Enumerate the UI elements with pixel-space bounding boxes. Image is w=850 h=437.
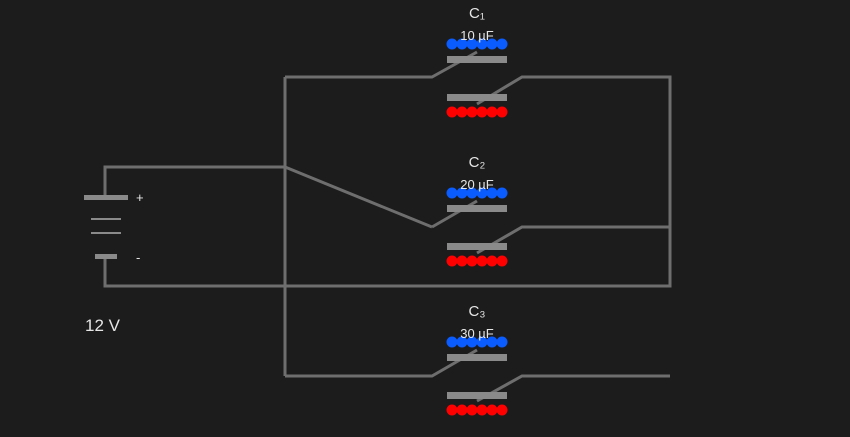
c2-left-switch xyxy=(431,199,478,229)
battery-cell-line xyxy=(91,218,121,220)
capacitor-3[interactable]: C₃ 30 µF xyxy=(446,303,508,416)
positive-charge xyxy=(476,38,488,50)
negative-charge xyxy=(486,106,498,118)
capacitor-name: C₁ xyxy=(469,5,485,22)
negative-charge xyxy=(496,404,508,416)
positive-charge xyxy=(486,38,498,50)
capacitance-label: 20 µF xyxy=(460,177,494,192)
positive-charge xyxy=(466,187,478,199)
capacitor-name: C₃ xyxy=(469,303,486,320)
top-plate xyxy=(447,354,507,361)
plus-sign: + xyxy=(136,190,144,205)
top-plate xyxy=(447,205,507,212)
battery-cell-line xyxy=(91,232,121,234)
battery: + - 12 V xyxy=(84,190,144,335)
positive-charge xyxy=(476,187,488,199)
negative-charge xyxy=(456,106,468,118)
positive-charge xyxy=(486,187,498,199)
capacitance-label: 10 µF xyxy=(460,28,494,43)
bottom-plate xyxy=(447,243,507,250)
negative-charge xyxy=(486,255,498,267)
positive-charge xyxy=(446,38,458,50)
negative-charge xyxy=(496,106,508,118)
bottom-plate xyxy=(447,392,507,399)
battery-top-wire xyxy=(103,165,433,229)
c3-left-wire xyxy=(285,348,478,378)
negative-charge xyxy=(446,106,458,118)
positive-charge xyxy=(446,187,458,199)
positive-charge xyxy=(466,38,478,50)
battery-bottom-wire xyxy=(103,75,672,288)
capacitor-1[interactable]: C₁ 10 µF xyxy=(446,5,508,118)
negative-charge xyxy=(476,106,488,118)
negative-charge xyxy=(476,255,488,267)
wires xyxy=(103,50,672,403)
positive-charge xyxy=(496,336,508,348)
minus-sign: - xyxy=(136,250,140,265)
positive-charge xyxy=(496,38,508,50)
positive-charge xyxy=(476,336,488,348)
capacitance-label: 30 µF xyxy=(460,326,494,341)
bottom-plate xyxy=(447,94,507,101)
positive-charge xyxy=(456,336,468,348)
positive-charge xyxy=(456,187,468,199)
negative-charge xyxy=(486,404,498,416)
negative-charge xyxy=(466,404,478,416)
positive-charge xyxy=(486,336,498,348)
voltage-label: 12 V xyxy=(85,316,121,335)
positive-charge xyxy=(456,38,468,50)
negative-charge xyxy=(456,404,468,416)
positive-charge xyxy=(496,187,508,199)
capacitor-name: C₂ xyxy=(469,154,486,171)
negative-charge xyxy=(466,255,478,267)
negative-charge xyxy=(466,106,478,118)
negative-charge xyxy=(446,404,458,416)
c1-left-wire xyxy=(285,50,478,79)
positive-charge xyxy=(466,336,478,348)
negative-charge xyxy=(446,255,458,267)
negative-charge xyxy=(476,404,488,416)
positive-charge xyxy=(446,336,458,348)
negative-charge xyxy=(496,255,508,267)
battery-long-plate xyxy=(84,195,128,200)
top-plate xyxy=(447,56,507,63)
negative-charge xyxy=(456,255,468,267)
battery-short-plate xyxy=(95,254,117,259)
capacitor-2[interactable]: C₂ 20 µF xyxy=(446,154,508,267)
